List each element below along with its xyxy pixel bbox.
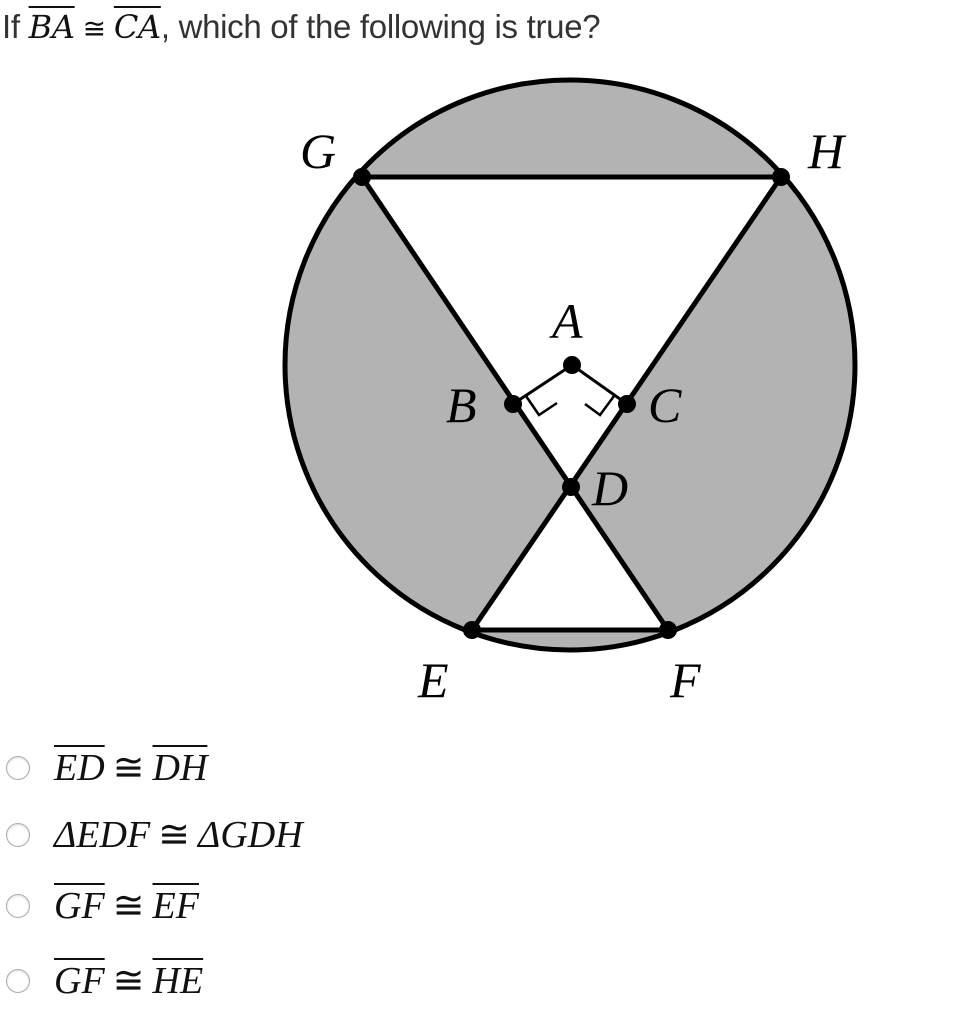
option-1[interactable]: ED≅DH [6,745,207,790]
label-h: H [807,123,847,179]
label-g: G [300,123,336,179]
label-d: D [591,460,628,516]
question-suffix: , which of the following is true? [160,8,601,45]
label-f: F [669,652,701,708]
circle [282,77,858,653]
radio-button[interactable] [6,822,30,847]
option-right: ΔGDH [198,813,303,856]
congruent-symbol: ≅ [158,814,191,856]
label-b: B [446,377,477,433]
segment-ca: CA [113,8,161,46]
shaded-region [285,80,855,650]
option-left: GF [54,959,105,1002]
right-angle-mark-c [584,395,616,417]
label-c: C [648,377,682,433]
option-right: DH [152,746,208,789]
points [353,168,790,639]
congruent-symbol: ≅ [112,885,145,927]
option-3[interactable]: GF≅EF [6,883,199,928]
option-right: EF [152,884,199,927]
option-left: GF [54,884,105,927]
radio-button[interactable] [6,755,30,780]
congruent-symbol: ≅ [112,960,145,1002]
question-text: If BA≅CA, which of the following is true… [2,8,601,46]
option-4[interactable]: GF≅HE [6,958,203,1003]
option-2[interactable]: ΔEDF≅ΔGDH [6,812,303,857]
congruent-symbol: ≅ [112,747,145,789]
congruent-symbol: ≅ [82,12,106,45]
option-right: HE [152,959,204,1002]
option-left: ED [54,746,105,789]
radio-button[interactable] [6,893,30,918]
label-a: A [549,293,583,349]
label-e: E [417,652,449,708]
option-left: ΔEDF [54,813,151,856]
radio-button[interactable] [6,968,30,993]
question-prefix: If [2,8,20,45]
right-angle-mark-b [524,395,558,417]
segment-ba: BA [28,8,75,46]
